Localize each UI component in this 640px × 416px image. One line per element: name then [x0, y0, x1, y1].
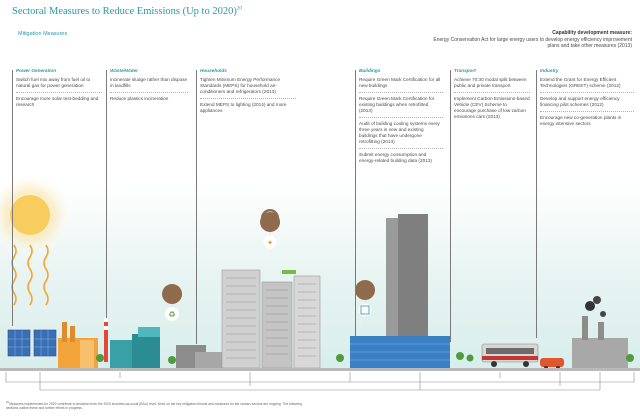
sun-ray-icons	[11, 244, 49, 306]
transport-vehicles	[481, 343, 564, 370]
power-plant	[58, 322, 98, 368]
sector-item: Encourage new co-generation plants in en…	[540, 115, 622, 126]
sector-industry: Industry Extend the Grant for Energy Eff…	[540, 68, 634, 130]
sector-transport: Transport Achieve 70:30 modal split betw…	[454, 68, 530, 123]
households-line	[196, 70, 197, 344]
sector-item: Develop and support energy efficiency fi…	[540, 93, 634, 112]
household-towers	[221, 269, 321, 369]
trees	[96, 352, 634, 364]
page-title: Sectoral Measures to Reduce Emissions (U…	[12, 6, 242, 17]
sun-icon	[0, 173, 72, 257]
solar-panels	[7, 329, 57, 357]
capability-heading: Capability development measure:	[552, 30, 632, 36]
sector-item: Switch fuel mix away from fuel oil to na…	[16, 74, 102, 93]
building-certificate-icon	[355, 280, 376, 330]
section-subtitle: Mitigation Measures	[18, 31, 68, 37]
connector-lines	[5, 372, 635, 391]
sector-heading: Households	[200, 68, 227, 73]
sector-heading: Transport	[454, 68, 476, 73]
waste-water-line	[106, 70, 107, 318]
industry-line	[536, 70, 537, 338]
footnote: 20Measures implemented for 2020 contribu…	[6, 401, 302, 411]
sector-item: Reduce plastics incineration	[110, 96, 169, 101]
sector-heading: Industry	[540, 68, 559, 73]
sector-heading: Power Generation	[16, 68, 57, 73]
sector-item: Audit of building cooling systems every …	[359, 118, 443, 149]
houses	[176, 345, 223, 368]
transport-line	[450, 70, 451, 342]
sector-power-generation: Power Generation Switch fuel mix away fr…	[16, 68, 102, 111]
capability-text: Energy Conservation Act for large energy…	[433, 36, 632, 50]
sector-item: Achieve 70:30 modal split between public…	[454, 74, 530, 93]
sector-waste-water: Waste/Water Incinerate sludge rather tha…	[110, 68, 188, 105]
svg-text:♻: ♻	[168, 310, 175, 319]
industry-plant	[572, 296, 628, 368]
svg-text:✦: ✦	[267, 239, 273, 247]
sector-heading: Buildings	[359, 68, 381, 73]
sector-item: Extend MEPS to lighting (2014) and more …	[200, 102, 287, 113]
sector-item: Implement Carbon Emissions-based Vehicle…	[454, 96, 530, 119]
sector-item: Require Green Mark Certification for all…	[359, 74, 443, 93]
waste-water-facility	[104, 318, 160, 368]
sector-item: Tighten Minimum Energy Performance Stand…	[200, 74, 296, 99]
sector-households: Households Tighten Minimum Energy Perfor…	[200, 68, 296, 117]
sector-item: Encourage more solar test-bedding and re…	[16, 96, 99, 107]
lightbulb-icon: ✦	[260, 212, 281, 260]
sector-buildings: Buildings Require Green Mark Certificati…	[359, 68, 443, 167]
power-generation-line	[12, 70, 13, 326]
recycle-icon: ♻	[162, 284, 183, 321]
sector-item: Require Green Mark Certification for exi…	[359, 93, 443, 118]
sector-item: Submit energy consumption and energy-rel…	[359, 152, 432, 163]
buildings-line	[355, 70, 356, 336]
sector-heading: Waste/Water	[110, 68, 138, 73]
sector-item: Incinerate sludge rather than dispose in…	[110, 74, 188, 93]
capability-measure: Capability development measure: Energy C…	[432, 30, 632, 50]
sector-item: Extend the Grant for Energy Efficient Te…	[540, 74, 634, 93]
green-buildings	[350, 214, 450, 368]
